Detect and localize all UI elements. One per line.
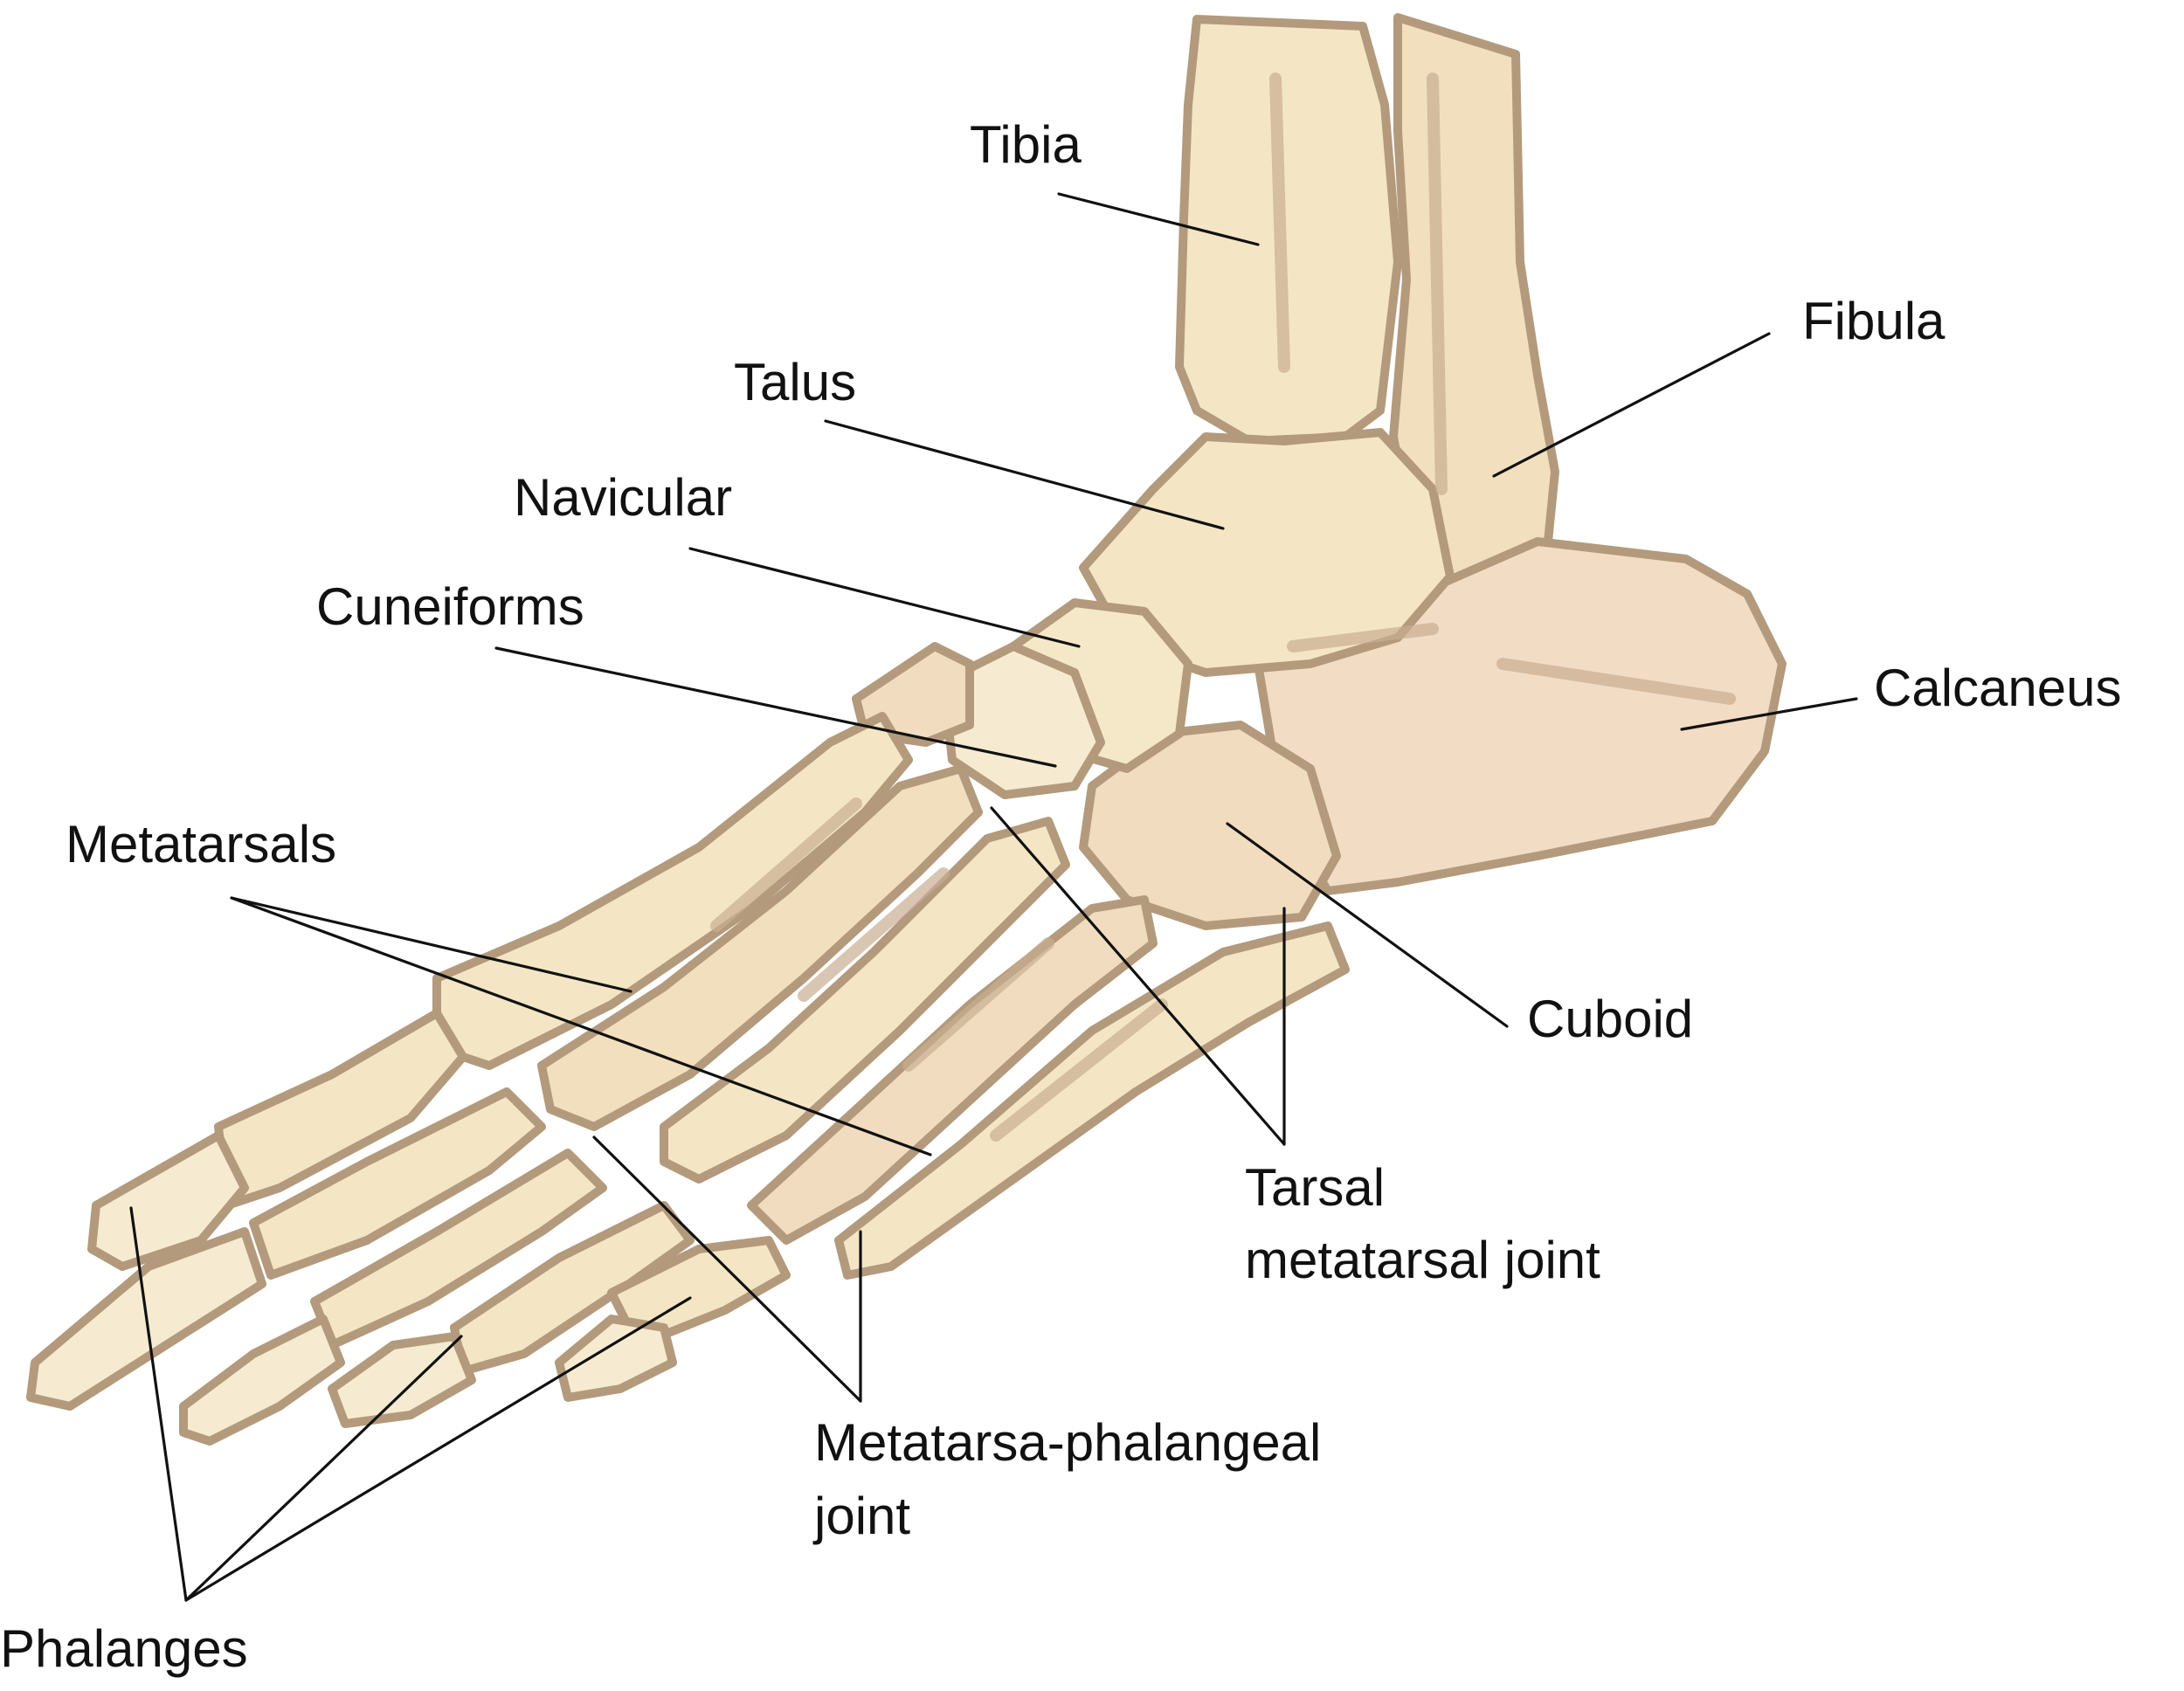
cuneiforms-leader — [494, 646, 1057, 768]
phalanx-toe5-distal — [555, 1315, 677, 1402]
mtp-joint-leader-1 — [592, 1135, 862, 1403]
label-calcaneus: Calcaneus — [1874, 659, 2122, 717]
foot-skeleton-illustration — [26, 13, 1787, 1446]
metatarsal-bone-2 — [537, 764, 983, 1131]
metatarsal-bone-5 — [834, 921, 1350, 1280]
label-mtp-joint-line1: Metatarsa-phalangeal — [814, 1413, 1321, 1472]
tibia-leader — [1057, 192, 1260, 246]
metatarsal-bone-1 — [432, 712, 913, 1070]
phalanx-toe3-proximal — [310, 1149, 607, 1349]
phalanx-toe3-distal — [179, 1315, 345, 1446]
fibula-leader — [1492, 332, 1771, 478]
tarsal-metatarsal-leader-1 — [990, 806, 1286, 1146]
label-cuneiforms: Cuneiforms — [316, 577, 584, 636]
phalanx-toe4-distal — [328, 1332, 476, 1428]
label-phalanges: Phalanges — [0, 1619, 248, 1678]
tibia-bone — [1175, 15, 1402, 445]
labels: Tibia Fibula Talus Navicular Cuneiforms … — [0, 115, 2122, 1678]
calcaneus-leader — [1680, 697, 1858, 731]
metatarsals-leader-1 — [230, 896, 632, 993]
phalanx-toe2-proximal — [249, 1087, 546, 1280]
label-tarsal-metatarsal-line2: metatarsal joint — [1245, 1231, 1600, 1289]
label-fibula: Fibula — [1802, 292, 1946, 350]
label-tibia: Tibia — [970, 115, 1082, 174]
phalanges-leader-2 — [184, 1335, 463, 1602]
metatarsals-leader-2 — [230, 896, 932, 1156]
talus-bone — [1079, 428, 1455, 677]
label-cuboid: Cuboid — [1527, 990, 1693, 1048]
navicular-leader — [688, 547, 1081, 648]
label-mtp-joint-line2: joint — [812, 1487, 910, 1545]
cuboid-bone — [1079, 721, 1341, 930]
cuboid-leader — [1226, 822, 1509, 1028]
bone-shading — [710, 72, 1736, 1142]
phalanges-leader-1 — [129, 1206, 188, 1602]
phalanges-leader-3 — [184, 1296, 692, 1602]
talus-leader — [824, 419, 1225, 530]
label-metatarsals: Metatarsals — [66, 815, 336, 873]
leader-lines — [129, 192, 1858, 1602]
label-talus: Talus — [734, 353, 856, 411]
metatarsal-bone-3 — [660, 817, 1070, 1184]
phalanx-toe1-distal — [87, 1131, 249, 1271]
label-navicular: Navicular — [514, 468, 732, 527]
phalanx-toe4-proximal — [450, 1201, 695, 1376]
label-tarsal-metatarsal-line1: Tarsal — [1245, 1158, 1385, 1217]
